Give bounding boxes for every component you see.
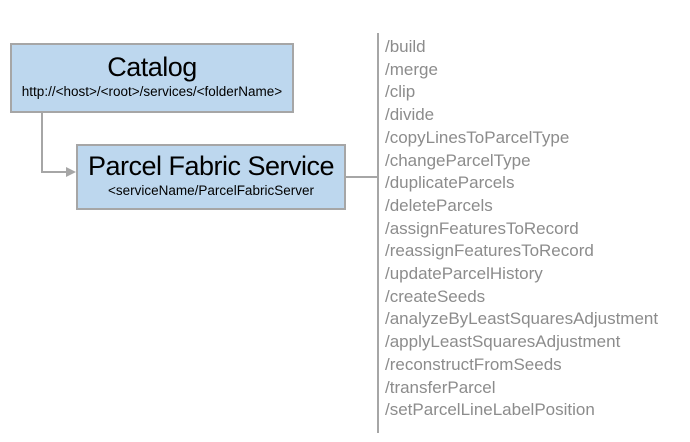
arrowhead-icon [66,167,76,177]
endpoint-item: /reconstructFromSeeds [385,354,562,374]
endpoint-item: /updateParcelHistory [385,264,543,284]
connector-catalog-horizontal [41,171,68,173]
catalog-node: Catalog http://<host>/<root>/services/<f… [10,43,294,113]
connector-catalog-vertical [41,112,43,173]
endpoint-item: /transferParcel [385,377,496,397]
endpoint-list: /build /merge /clip /divide /copyLinesTo… [385,36,658,422]
endpoint-item: /build [385,37,426,56]
endpoint-item: /clip [385,82,416,102]
endpoint-item: /merge [385,59,438,79]
endpoint-item: /applyLeastSquaresAdjustment [385,332,621,352]
connector-service-to-list [346,176,377,178]
endpoint-divider-line [377,33,379,433]
endpoint-item: /deleteParcels [385,195,493,215]
catalog-title: Catalog [107,52,197,82]
endpoint-item: /divide [385,105,435,125]
endpoint-item: /analyzeByLeastSquaresAdjustment [385,309,659,329]
parcel-fabric-service-node: Parcel Fabric Service <serviceName/Parce… [76,144,346,210]
service-url: <serviceName/ParcelFabricServer [108,183,314,198]
endpoint-item: /setParcelLineLabelPosition [385,400,595,420]
endpoint-item: /duplicateParcels [385,173,515,193]
endpoint-item: /createSeeds [385,286,486,306]
catalog-url: http://<host>/<root>/services/<folderNam… [21,84,283,99]
endpoint-item: /assignFeaturesToRecord [385,218,579,238]
endpoint-item: /reassignFeaturesToRecord [385,241,594,261]
endpoint-item: /changeParcelType [385,150,531,170]
endpoint-item: /copyLinesToParcelType [385,127,570,147]
service-title: Parcel Fabric Service [87,151,335,181]
